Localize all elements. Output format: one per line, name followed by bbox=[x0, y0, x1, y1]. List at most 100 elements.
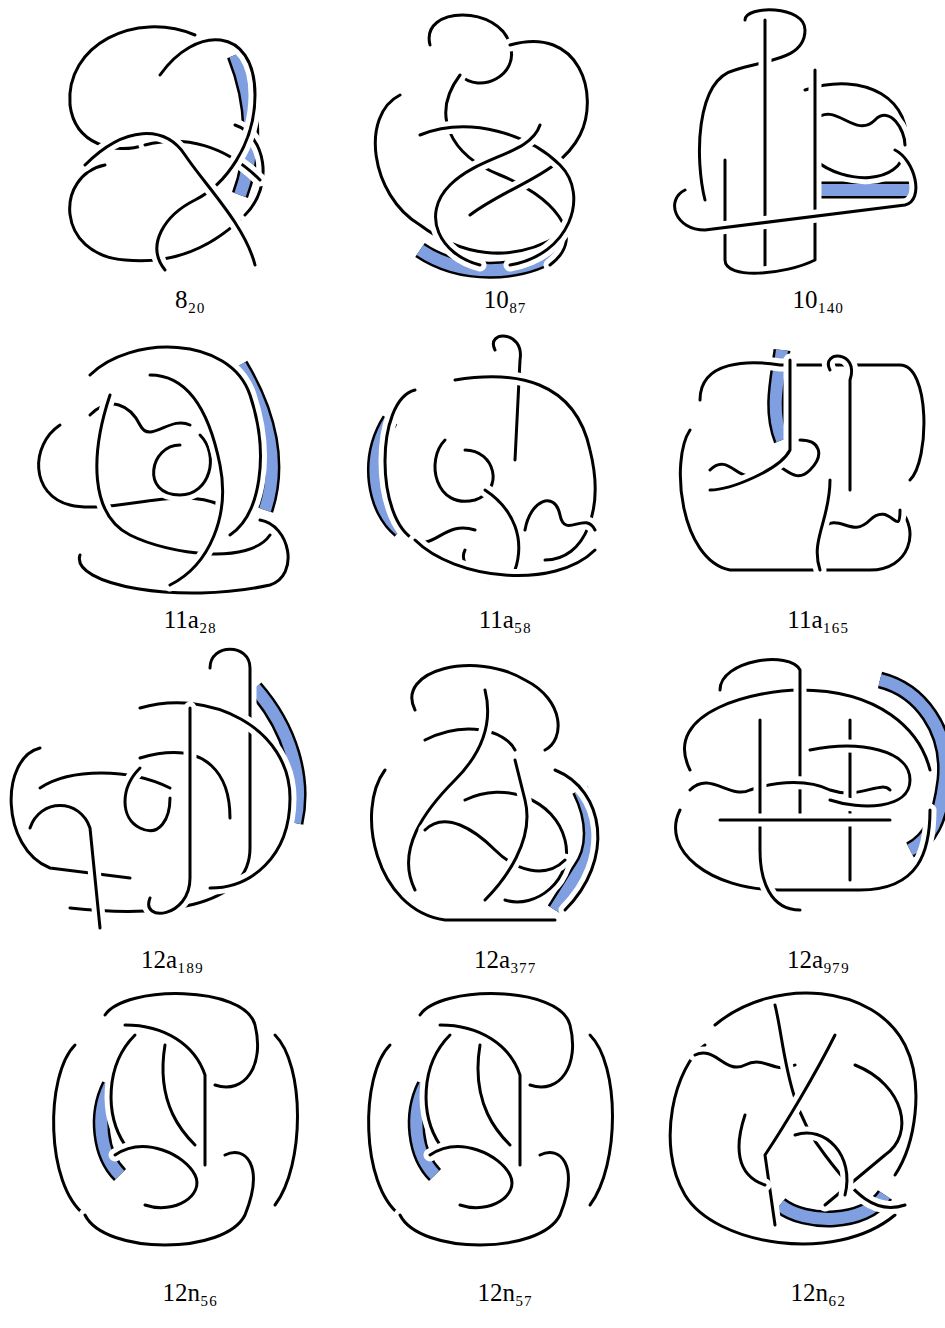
knot-strand bbox=[825, 1065, 902, 1205]
knot-strand bbox=[54, 1045, 85, 1215]
knot-strand bbox=[369, 1045, 400, 1215]
knot-strand bbox=[430, 1147, 512, 1208]
knot-strand bbox=[455, 377, 595, 560]
knot-strand bbox=[111, 1035, 135, 1145]
knot-strand bbox=[154, 435, 211, 495]
knot-diagram bbox=[372, 666, 598, 920]
knot-strand bbox=[436, 125, 540, 265]
knot-strand bbox=[415, 540, 595, 575]
knot-strand bbox=[275, 1035, 298, 1205]
knot-strand bbox=[795, 1133, 847, 1195]
knot-strand bbox=[675, 150, 916, 230]
knot-strand bbox=[825, 1065, 902, 1205]
knot-strand bbox=[429, 15, 511, 83]
knot-strand bbox=[720, 814, 890, 827]
knot-strand bbox=[555, 770, 598, 910]
knot-strand bbox=[85, 134, 255, 265]
knot-label: 8₂₀ bbox=[175, 286, 205, 314]
knot-strand bbox=[425, 729, 515, 750]
knot-strand bbox=[690, 783, 890, 793]
knot-strand bbox=[739, 1115, 765, 1185]
knot-strand bbox=[815, 114, 905, 145]
knot-strand bbox=[430, 1147, 512, 1208]
knot-strand bbox=[85, 1153, 253, 1246]
knot-label: 10₁₄₀ bbox=[792, 286, 843, 314]
knot-strand bbox=[676, 810, 930, 890]
knot-strand bbox=[555, 770, 598, 910]
knot-strand bbox=[485, 760, 527, 900]
knot-strand bbox=[111, 1035, 135, 1145]
knot-label: 12n₅₇ bbox=[478, 1279, 533, 1307]
knot-strand bbox=[97, 395, 270, 554]
knot-strand bbox=[675, 150, 916, 230]
knot-strand bbox=[115, 1147, 197, 1208]
knot-strand bbox=[163, 1045, 195, 1145]
knot-strand bbox=[795, 1133, 847, 1195]
knot-label: 11a₂₈ bbox=[164, 606, 217, 634]
knot-strand bbox=[30, 806, 100, 929]
blue-band bbox=[810, 184, 910, 196]
knot-label: 12a₃₇₇ bbox=[474, 946, 536, 974]
knot-strand bbox=[40, 773, 170, 788]
knot-strand bbox=[275, 1035, 298, 1205]
knot-strand bbox=[125, 768, 170, 831]
knot-strand bbox=[140, 703, 290, 888]
knot-strand bbox=[493, 336, 520, 460]
knot-label: 11a₅₈ bbox=[479, 606, 532, 634]
knot-strand bbox=[426, 1035, 450, 1145]
knot-strand bbox=[699, 10, 805, 200]
knot-strand bbox=[400, 1153, 568, 1246]
knot-strand bbox=[828, 356, 851, 490]
knot-strand bbox=[97, 395, 270, 554]
knot-strand bbox=[154, 435, 211, 495]
knot-strand bbox=[150, 375, 223, 585]
knot-strand bbox=[739, 1115, 765, 1185]
knot-strand bbox=[525, 501, 595, 530]
knot-diagram bbox=[39, 347, 288, 593]
knot-strand bbox=[400, 1153, 568, 1246]
knot-strand bbox=[85, 134, 255, 265]
knot-strand bbox=[810, 746, 910, 806]
knot-diagram bbox=[376, 336, 595, 578]
knot-strand bbox=[764, 20, 767, 270]
knot-strand bbox=[725, 70, 815, 273]
knot-strand bbox=[54, 1045, 85, 1215]
knot-diagram bbox=[375, 15, 587, 270]
knot-strand bbox=[125, 768, 170, 831]
knot-strand bbox=[759, 20, 772, 270]
knot-strand bbox=[415, 540, 595, 575]
knot-strand bbox=[815, 114, 905, 145]
knot-label: 12n₅₆ bbox=[163, 1279, 218, 1307]
knot-strand bbox=[39, 425, 220, 507]
knot-strand bbox=[720, 819, 890, 822]
knot-diagram bbox=[675, 10, 916, 273]
knot-strand bbox=[163, 1045, 195, 1145]
knot-strand bbox=[485, 760, 527, 900]
knot-strand bbox=[493, 336, 520, 460]
knot-strand bbox=[828, 356, 851, 490]
knot-diagram bbox=[676, 660, 945, 910]
knot-strand bbox=[810, 746, 910, 806]
knot-strand bbox=[39, 425, 220, 507]
knot-strand bbox=[429, 15, 511, 83]
knot-strand bbox=[436, 125, 540, 265]
knot-strand bbox=[30, 806, 100, 929]
knot-strand bbox=[425, 729, 515, 750]
knot-label: 12n₆₂ bbox=[791, 1279, 846, 1307]
knot-strand bbox=[85, 1153, 253, 1246]
blue-band bbox=[810, 182, 910, 199]
knot-strand bbox=[455, 377, 595, 560]
knot-diagram bbox=[11, 649, 298, 928]
knot-diagram bbox=[70, 27, 263, 270]
knot-strand bbox=[725, 70, 815, 273]
knot-strand bbox=[710, 360, 790, 490]
knot-label: 11a₁₆₅ bbox=[787, 606, 848, 634]
knot-diagram bbox=[369, 994, 613, 1245]
knot-diagram bbox=[680, 350, 924, 570]
knot-strand bbox=[590, 1035, 613, 1205]
knot-strand bbox=[40, 773, 170, 788]
knot-strand bbox=[700, 363, 924, 480]
knot-strand bbox=[525, 501, 595, 530]
knot-strand bbox=[426, 1035, 450, 1145]
